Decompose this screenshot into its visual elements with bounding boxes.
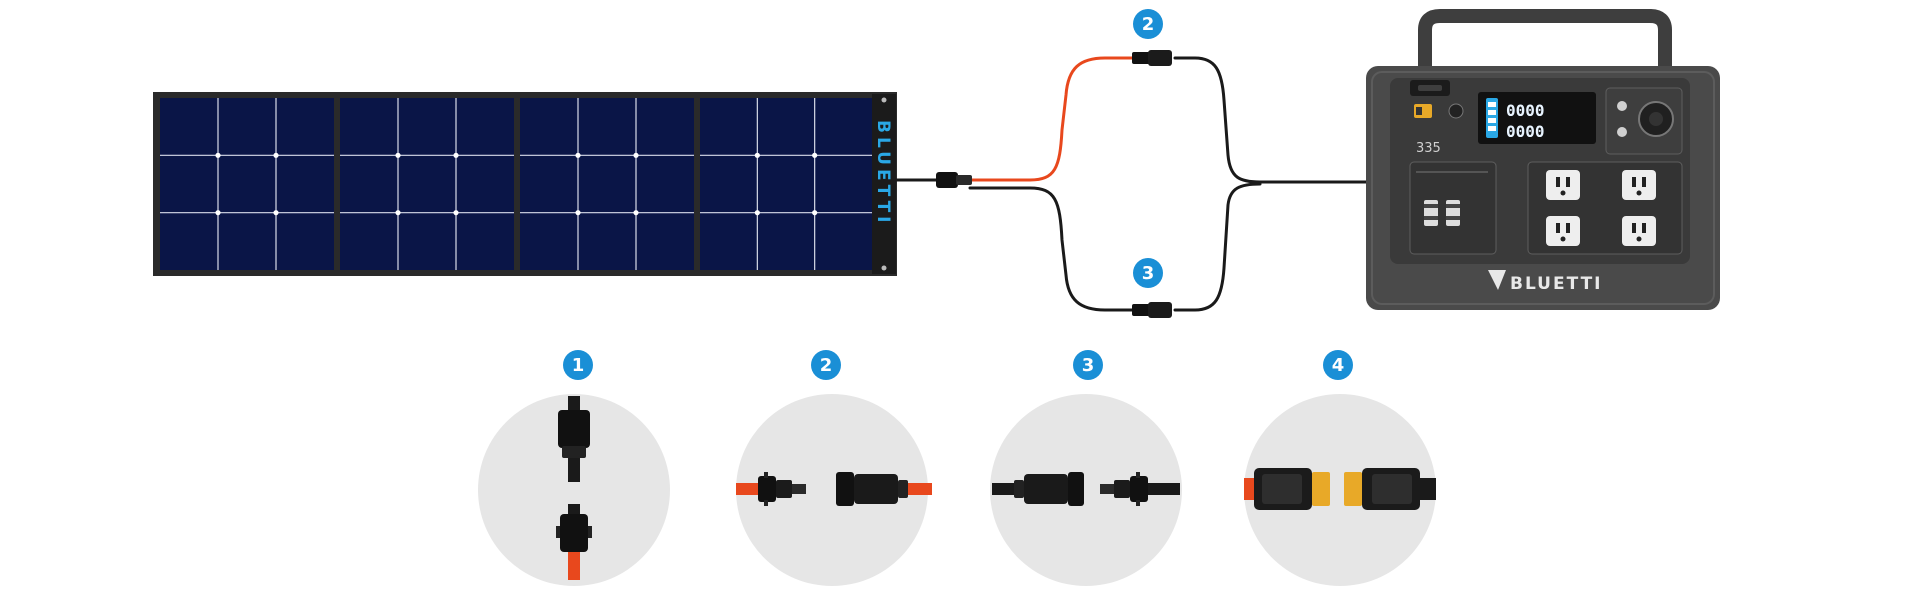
detail-3-male-connector <box>992 472 1084 506</box>
red-cable-branch <box>968 56 1137 182</box>
detail-2-female-connector <box>736 472 806 506</box>
detail-3-number: 3 <box>1082 355 1095 376</box>
detail-4-badge: 4 <box>1323 350 1353 380</box>
solar-panel-module-1 <box>160 98 334 270</box>
badge-2-top-number: 2 <box>1142 14 1155 35</box>
detail-1-male-connector <box>558 396 590 482</box>
detail-2-badge: 2 <box>811 350 841 380</box>
panel-cell-dot <box>812 210 818 216</box>
detail-3-circle <box>990 394 1182 586</box>
panel-cell-dot <box>633 152 639 158</box>
detail-2-male-connector <box>836 472 932 506</box>
station-lcd-display: 0000 0000 <box>1478 92 1596 144</box>
panel-cell-dot <box>812 152 818 158</box>
detail-2-circle <box>736 394 928 586</box>
detail-3-badge: 3 <box>1073 350 1103 380</box>
station-control-panel: 335 0000 0000 <box>1390 78 1690 264</box>
badge-3-top-number: 3 <box>1142 263 1155 284</box>
panel-cell-dot <box>453 152 459 158</box>
solar-panel-module-2 <box>340 98 514 270</box>
solar-panel: BLUETTI <box>153 92 897 276</box>
detail-4-number: 4 <box>1332 355 1345 376</box>
detail-1-number: 1 <box>572 355 585 376</box>
connector-detail-2: 2 <box>736 350 932 586</box>
detail-3-female-connector <box>1100 472 1180 506</box>
detail-4-right-xt-connector <box>1344 468 1436 510</box>
solar-panel-brand-strip <box>872 94 896 274</box>
lower-cable-to-station <box>1173 182 1262 312</box>
station-car-port-panel <box>1605 87 1683 155</box>
panel-cell-dot <box>633 210 639 216</box>
station-lcd-readout-top: 0000 <box>1506 101 1545 120</box>
detail-4-left-xt-connector <box>1244 468 1330 510</box>
upper-cable-to-station <box>1173 56 1422 184</box>
badge-2-top: 2 <box>1133 9 1163 39</box>
panel-cell-dot <box>575 210 581 216</box>
red-inline-connector <box>1132 50 1172 66</box>
station-dc-port <box>1448 103 1464 119</box>
solar-panel-module-3 <box>520 98 694 270</box>
connector-detail-row: 1 2 <box>478 350 1436 586</box>
detail-4-circle <box>1244 394 1436 586</box>
panel-cell-dot <box>395 152 401 158</box>
panel-cell-dot <box>273 152 279 158</box>
panel-cell-dot <box>273 210 279 216</box>
cable-network <box>895 56 1422 312</box>
black-inline-connector <box>1132 302 1172 318</box>
power-station: 335 0000 0000 <box>1366 9 1720 310</box>
station-lcd-readout-bottom: 0000 <box>1506 122 1545 141</box>
station-brand: BLUETTI <box>1510 274 1603 294</box>
connector-detail-1: 1 <box>478 350 670 586</box>
connector-detail-3: 3 <box>990 350 1182 586</box>
solar-panel-brand: BLUETTI <box>873 120 893 227</box>
detail-1-circle <box>478 394 670 586</box>
panel-cell-dot <box>395 210 401 216</box>
solar-panel-cell-grid <box>160 98 872 270</box>
badge-3-top: 3 <box>1133 258 1163 288</box>
detail-2-number: 2 <box>820 355 833 376</box>
y-splitter-connector <box>936 172 972 188</box>
station-usb-panel <box>1409 161 1497 255</box>
black-cable-branch <box>968 186 1137 312</box>
station-dc-label: 335 <box>1416 141 1441 156</box>
station-logo: BLUETTI <box>1488 270 1603 294</box>
panel-cell-dot <box>575 152 581 158</box>
bluetti-logo-icon <box>1488 270 1506 290</box>
panel-cell-dot <box>215 152 221 158</box>
detail-1-badge: 1 <box>563 350 593 380</box>
connector-detail-4: 4 <box>1244 350 1436 586</box>
panel-cell-dot <box>215 210 221 216</box>
panel-cell-dot <box>754 210 760 216</box>
station-handle <box>1418 9 1672 68</box>
station-ac-outlets <box>1527 161 1683 255</box>
panel-cell-dot <box>453 210 459 216</box>
solar-panel-module-4 <box>700 98 872 270</box>
panel-cell-dot <box>754 152 760 158</box>
detail-1-female-connector <box>556 504 592 580</box>
